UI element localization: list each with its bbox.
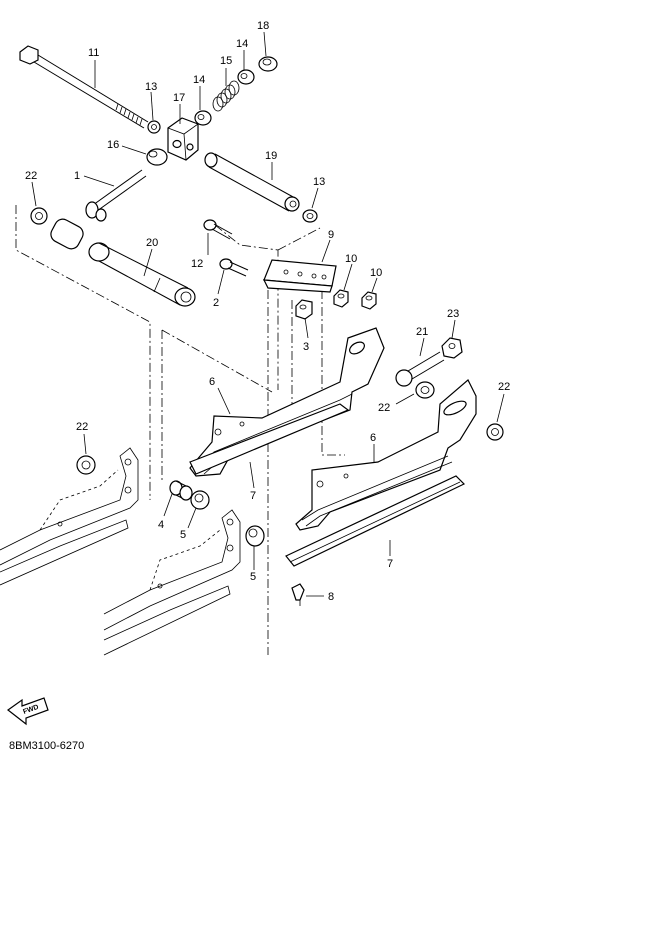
callout-2: 2: [213, 297, 219, 309]
part-16-washer: [146, 148, 168, 166]
callout-6-left: 6: [209, 376, 215, 388]
part-18-nut: [258, 56, 278, 72]
part-12-bolt: [203, 219, 233, 240]
callout-13-lower: 13: [313, 176, 325, 188]
part-14-washer-b: [237, 69, 255, 85]
part-22-washer-c: [486, 423, 504, 441]
part-5-nut-a: [190, 490, 210, 510]
part-2-bolt: [219, 258, 249, 277]
callout-13-upper: 13: [145, 81, 157, 93]
part-20-collar: [88, 242, 196, 307]
part-9-plate: [262, 259, 337, 293]
callout-19: 19: [265, 150, 277, 162]
fwd-arrow-icon: FWD: [6, 697, 49, 726]
callout-22-top: 22: [25, 170, 37, 182]
part-7-slide-left: [189, 403, 350, 475]
callout-6-right: 6: [370, 432, 376, 444]
callout-22-lower: 22: [76, 421, 88, 433]
part-7-slide-right: [285, 475, 466, 567]
callout-3: 3: [303, 341, 309, 353]
callout-14-left: 14: [193, 74, 205, 86]
part-17-block: [167, 117, 199, 161]
part-23-nut: [441, 337, 463, 359]
callout-22-middle: 22: [378, 402, 390, 414]
part-13-washer-lower: [302, 209, 318, 223]
callout-8: 8: [328, 591, 334, 603]
part-4-collar: [169, 480, 193, 501]
part-13-washer: [147, 120, 161, 134]
part-11-shaft: [19, 45, 149, 129]
part-1-bolt: [50, 169, 147, 250]
callout-7-left: 7: [250, 490, 256, 502]
callout-labels: 11 13 17 14 15 14 18 16 1 22 19 13 20 12…: [25, 20, 510, 603]
leader-lines: [31, 31, 505, 597]
part-15-spring: [212, 80, 240, 112]
lower-rail-right: [103, 509, 241, 656]
part-22-washer-d: [76, 455, 96, 475]
callout-18: 18: [257, 20, 269, 32]
callout-22-right: 22: [498, 381, 510, 393]
callout-17: 17: [173, 92, 185, 104]
callout-12: 12: [191, 258, 203, 270]
callout-9: 9: [328, 229, 334, 241]
callout-20: 20: [146, 237, 158, 249]
part-22-washer-b: [415, 381, 435, 399]
part-10-nut-a: [333, 289, 349, 308]
part-8-screw: [291, 583, 305, 606]
assembly-guide-lines: [15, 205, 345, 655]
part-14-washer-a: [194, 110, 212, 126]
callout-5-right: 5: [250, 571, 256, 583]
callout-16: 16: [107, 139, 119, 151]
part-6-slide-rail-right: [295, 379, 477, 531]
callout-10-left: 10: [345, 253, 357, 265]
callout-7-right: 7: [387, 558, 393, 570]
part-21-bolt: [395, 351, 445, 387]
part-22-washer-a: [30, 207, 48, 225]
callout-15: 15: [220, 55, 232, 67]
callout-5-left: 5: [180, 529, 186, 541]
part-10-nut-b: [361, 291, 377, 310]
callout-11: 11: [88, 47, 99, 59]
callout-23: 23: [447, 308, 459, 320]
callout-10-right: 10: [370, 267, 382, 279]
callout-21: 21: [416, 326, 428, 338]
callout-1: 1: [74, 170, 80, 182]
part-5-nut-b: [245, 525, 265, 547]
part-19-shaft: [204, 152, 300, 212]
diagram-code: 8BM3100-6270: [9, 740, 84, 752]
callout-4: 4: [158, 519, 164, 531]
callout-14-right: 14: [236, 38, 248, 50]
part-3-nut: [295, 299, 313, 320]
lower-rail-left: [0, 447, 139, 586]
